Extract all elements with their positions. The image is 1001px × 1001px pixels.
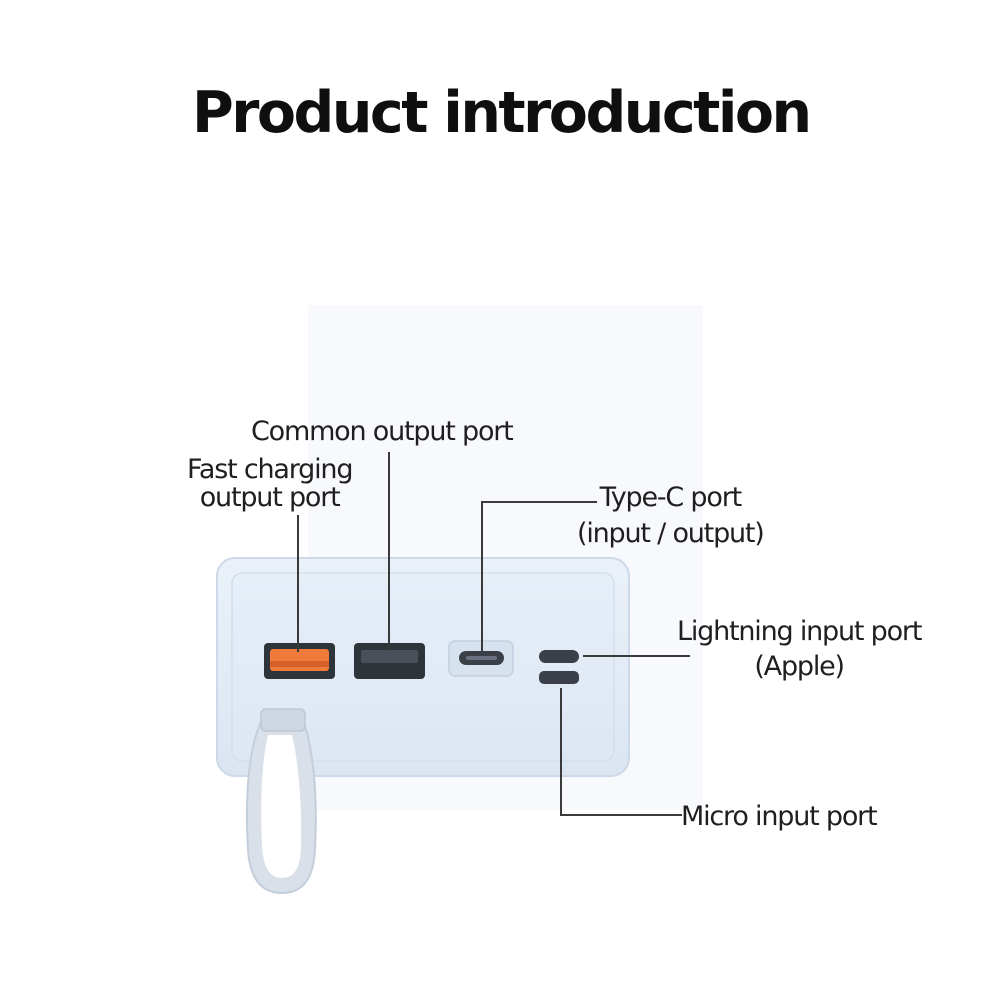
- type-c-port: [448, 640, 514, 677]
- micro-usb-port: [539, 671, 579, 684]
- leader-type-c: [481, 501, 597, 652]
- type-c-label: Type-C port (input / output): [577, 482, 765, 549]
- lightning-label: Lightning input port (Apple): [677, 616, 922, 682]
- fast-charging-label: Fast charging output port: [187, 454, 353, 513]
- leader-micro: [560, 688, 682, 816]
- common-output-label: Common output port: [251, 416, 514, 447]
- page-title: Product introduction: [192, 80, 812, 146]
- common-output-port: [354, 643, 425, 679]
- leader-lines: [297, 452, 690, 816]
- lanyard-strap: [245, 708, 317, 895]
- lightning-port: [539, 650, 579, 663]
- fast-charging-port: [264, 643, 335, 679]
- micro-label: Micro input port: [681, 801, 878, 832]
